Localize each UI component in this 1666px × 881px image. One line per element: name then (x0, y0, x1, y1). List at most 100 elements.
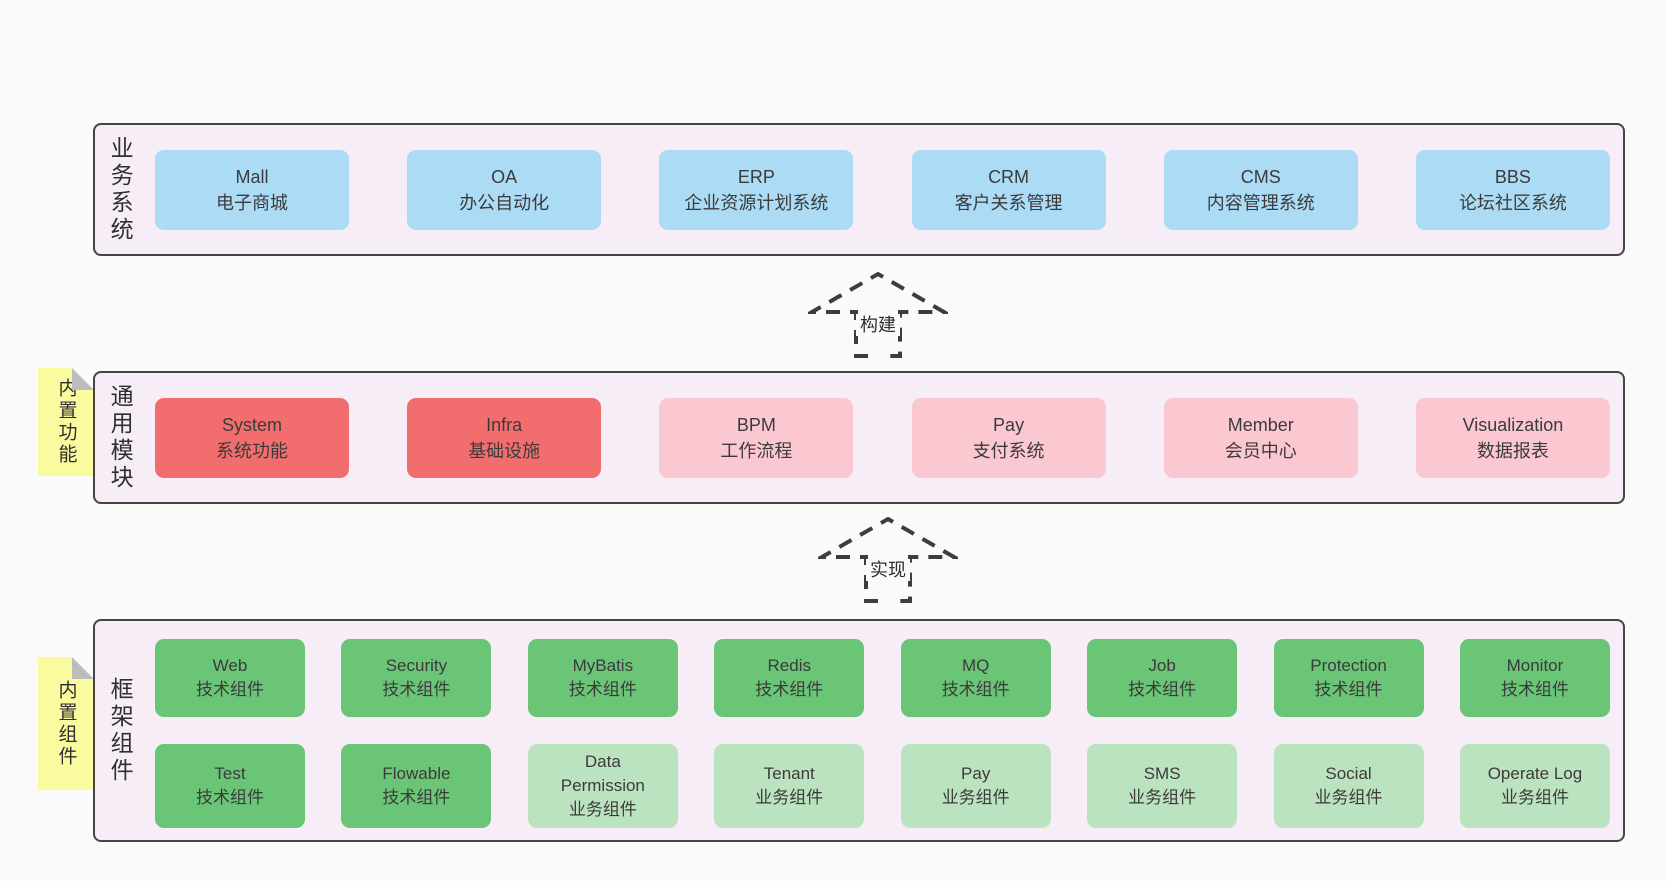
box-title: Infra (486, 414, 523, 435)
box-data-permission: Data Permission 业务组件 (527, 744, 678, 828)
box-subtitle: 支付系统 (972, 440, 1045, 461)
box-subtitle: 技术组件 (568, 680, 637, 699)
box-title: Web (212, 656, 248, 675)
sticky-note-builtin-components: 内置组件 (38, 657, 94, 790)
box-title: System (221, 414, 282, 435)
box-title: OA (491, 166, 518, 187)
box-title: BBS (1494, 166, 1531, 187)
band-business-systems: 业务系统 Mall 电子商城 OA 办公自动化 ERP 企业资源计划系统 CRM… (93, 123, 1625, 256)
box-title: CRM (988, 166, 1030, 187)
box-subtitle: 技术组件 (382, 680, 451, 699)
box-title: Redis (767, 656, 811, 675)
box-title: Test (214, 764, 246, 783)
box-tenant: Tenant 业务组件 (714, 744, 865, 828)
box-title: Job (1148, 656, 1176, 675)
box-subtitle: 技术组件 (382, 788, 451, 807)
arrow-build-label: 构建 (856, 314, 900, 336)
box-protection: Protection 技术组件 (1273, 639, 1424, 717)
box-mq: MQ 技术组件 (900, 639, 1051, 717)
band-common-modules: 通用模块 System 系统功能 Infra 基础设施 BPM 工作流程 Pay… (93, 371, 1625, 504)
box-subtitle: 会员中心 (1224, 440, 1297, 461)
box-social: Social 业务组件 (1273, 744, 1424, 828)
box-title: Operate Log (1487, 764, 1583, 783)
box-subtitle: 业务组件 (755, 788, 824, 807)
box-title: Monitor (1506, 656, 1564, 675)
box-security: Security 技术组件 (341, 639, 492, 717)
box-title: Data Permission (560, 752, 645, 795)
box-subtitle: 电子商城 (216, 192, 288, 213)
box-subtitle: 业务组件 (1128, 788, 1197, 807)
band-label-business-systems: 业务系统 (107, 135, 134, 244)
box-title: Pay (993, 414, 1025, 435)
arrow-implement-label: 实现 (866, 559, 910, 581)
sticky-note-builtin-features: 内置功能 (38, 368, 94, 476)
box-cms: CMS 内容管理系统 (1163, 149, 1358, 230)
box-title: MyBatis (572, 656, 634, 675)
band-row: Mall 电子商城 OA 办公自动化 ERP 企业资源计划系统 CRM 客户关系… (155, 149, 1610, 230)
box-visualization: Visualization 数据报表 (1415, 397, 1610, 478)
box-operate-log: Operate Log 业务组件 (1459, 744, 1610, 828)
box-title: MQ (961, 656, 990, 675)
box-infra: Infra 基础设施 (407, 397, 602, 478)
band-row: Web 技术组件 Security 技术组件 MyBatis 技术组件 Redi… (155, 639, 1610, 717)
box-subtitle: 数据报表 (1476, 440, 1549, 461)
box-bbs: BBS 论坛社区系统 (1415, 149, 1610, 230)
box-subtitle: 业务组件 (941, 788, 1010, 807)
sticky-note-builtin-components-label: 内置组件 (55, 679, 77, 768)
box-member: Member 会员中心 (1163, 397, 1358, 478)
box-subtitle: 技术组件 (941, 680, 1010, 699)
box-subtitle: 基础设施 (468, 440, 541, 461)
band-label-framework-components: 框架组件 (107, 676, 134, 785)
box-sms: SMS 业务组件 (1087, 744, 1238, 828)
box-subtitle: 内容管理系统 (1206, 192, 1315, 213)
box-subtitle: 技术组件 (1500, 680, 1569, 699)
band-label-common-modules: 通用模块 (107, 383, 134, 492)
box-mybatis: MyBatis 技术组件 (527, 639, 678, 717)
box-redis: Redis 技术组件 (714, 639, 865, 717)
box-title: Protection (1310, 656, 1387, 675)
arrow-build: 构建 (808, 270, 948, 358)
box-subtitle: 技术组件 (755, 680, 824, 699)
box-pay: Pay 支付系统 (911, 397, 1106, 478)
box-subtitle: 技术组件 (196, 680, 264, 699)
box-subtitle: 办公自动化 (459, 192, 550, 213)
box-subtitle: 系统功能 (216, 440, 288, 461)
box-title: BPM (736, 414, 776, 435)
box-title: Tenant (763, 764, 815, 783)
box-pay-business: Pay 业务组件 (900, 744, 1051, 828)
box-mall: Mall 电子商城 (155, 149, 349, 230)
box-subtitle: 技术组件 (196, 788, 264, 807)
box-title: Security (385, 656, 448, 675)
sticky-note-builtin-features-label: 内置功能 (55, 378, 77, 466)
box-title: Member (1227, 414, 1294, 435)
box-title: Flowable (382, 764, 451, 783)
box-subtitle: 论坛社区系统 (1458, 192, 1567, 213)
box-subtitle: 业务组件 (1314, 788, 1383, 807)
box-subtitle: 企业资源计划系统 (684, 192, 829, 213)
box-erp: ERP 企业资源计划系统 (659, 149, 854, 230)
band-framework-components: 框架组件 Web 技术组件 Security 技术组件 MyBatis 技术组件… (93, 619, 1625, 842)
box-title: Mall (235, 166, 269, 187)
box-job: Job 技术组件 (1087, 639, 1238, 717)
box-monitor: Monitor 技术组件 (1459, 639, 1610, 717)
box-bpm: BPM 工作流程 (659, 397, 854, 478)
box-flowable: Flowable 技术组件 (341, 744, 492, 828)
box-subtitle: 业务组件 (1500, 788, 1569, 807)
box-system: System 系统功能 (155, 397, 349, 478)
band-row: System 系统功能 Infra 基础设施 BPM 工作流程 Pay 支付系统… (155, 397, 1610, 478)
box-oa: OA 办公自动化 (407, 149, 602, 230)
box-subtitle: 业务组件 (568, 800, 637, 819)
box-title: Pay (961, 764, 991, 783)
box-subtitle: 技术组件 (1314, 680, 1383, 699)
box-test: Test 技术组件 (155, 744, 305, 828)
box-subtitle: 客户关系管理 (954, 192, 1063, 213)
box-subtitle: 技术组件 (1128, 680, 1197, 699)
box-crm: CRM 客户关系管理 (911, 149, 1106, 230)
dashed-up-arrow-icon (808, 271, 948, 358)
box-title: Social (1325, 764, 1372, 783)
box-web: Web 技术组件 (155, 639, 305, 717)
box-title: CMS (1240, 166, 1281, 187)
arrow-implement: 实现 (818, 515, 958, 603)
band-row: Test 技术组件 Flowable 技术组件 Data Permission … (155, 744, 1610, 828)
